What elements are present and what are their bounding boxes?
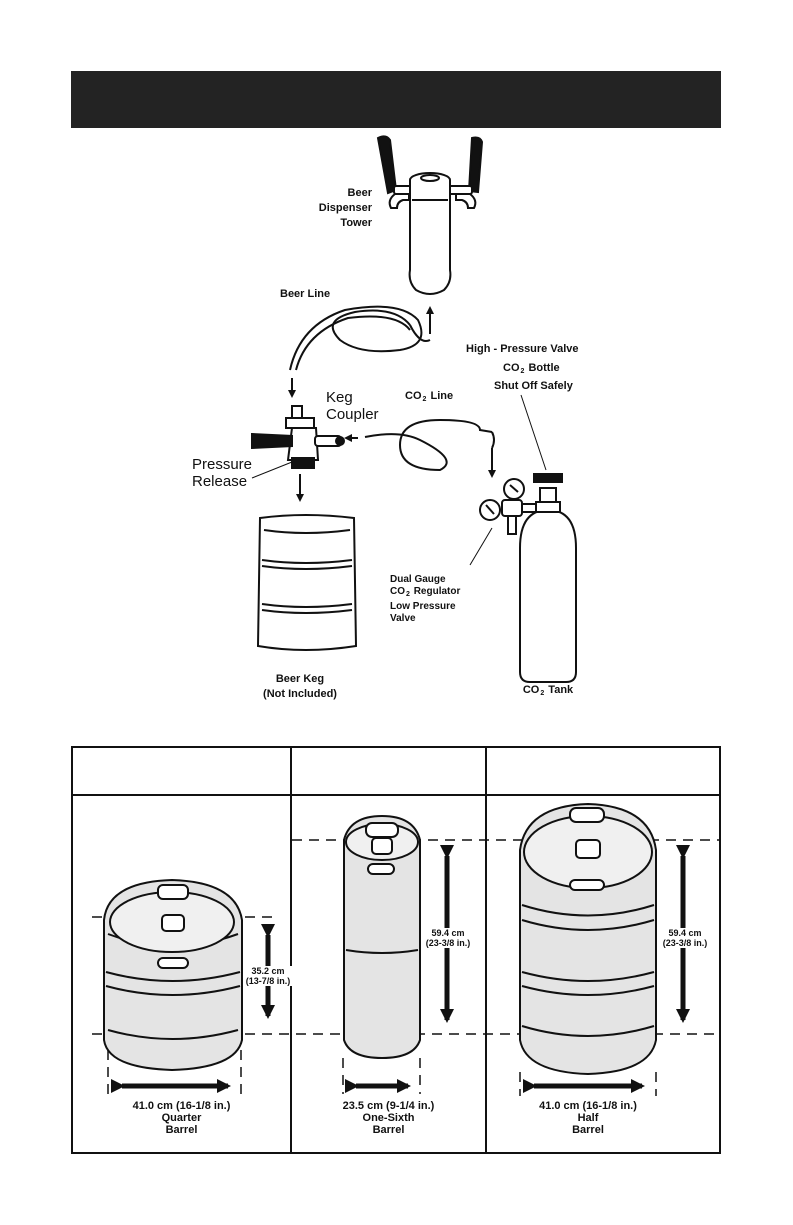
- quarter-name: Quarter: [161, 1112, 202, 1124]
- quarter-height-cm: 35.2 cm: [251, 966, 285, 976]
- co2-tank-illustration: [519, 473, 577, 683]
- co2-tank-co: CO: [522, 684, 540, 696]
- co2-line-co: CO: [405, 390, 422, 402]
- half-height-cm: 59.4 cm: [668, 928, 702, 938]
- pressure-release-line2: Release: [192, 473, 248, 490]
- beer-keg-illustration: [256, 514, 358, 651]
- tower-label-line3: Tower: [340, 217, 372, 229]
- quarter-height-label: 35.2 cm (13-7/8 in.): [244, 966, 292, 986]
- tower-label: Beer Dispenser Tower: [310, 186, 372, 231]
- pressure-release-line1: Pressure: [192, 456, 253, 473]
- sixth-name: One-Sixth: [362, 1112, 415, 1124]
- co2-tank-sub: 2: [540, 690, 545, 697]
- high-pressure-valve-label: High - Pressure Valve: [466, 343, 579, 355]
- half-caption: 41.0 cm (16-1/8 in.) Half Barrel: [486, 1100, 690, 1136]
- co2-bottle-sub: 2: [520, 368, 525, 375]
- co2-line-sub: 2: [422, 396, 427, 403]
- co2-tank-text: Tank: [548, 684, 574, 696]
- co2-bottle-label: CO2 Bottle: [503, 361, 560, 379]
- valve-line: Valve: [390, 613, 416, 624]
- one-sixth-barrel-keg-illustration: [343, 814, 421, 1060]
- co2-line-label: CO2 Line: [405, 389, 453, 407]
- half-barrel-keg-illustration: [519, 802, 657, 1076]
- beer-tower-illustration: [376, 135, 484, 295]
- low-pressure-line: Low Pressure: [390, 601, 456, 612]
- sixth-caption: 23.5 cm (9-1/4 in.) One-Sixth Barrel: [291, 1100, 486, 1136]
- beer-line-illustration: [289, 305, 431, 371]
- half-height-label: 59.4 cm (23-3/8 in.): [659, 928, 711, 948]
- header-bar: [71, 71, 721, 128]
- half-height-in: (23-3/8 in.): [662, 938, 708, 948]
- quarter-barrel-keg-illustration: [103, 878, 243, 1072]
- beer-keg-line1: Beer Keg: [275, 673, 325, 685]
- quarter-width: 41.0 cm (16-1/8 in.): [132, 1100, 231, 1112]
- quarter-caption: 41.0 cm (16-1/8 in.) Quarter Barrel: [72, 1100, 291, 1136]
- co2-bottle-co: CO: [503, 362, 520, 374]
- co2-regulator-co: CO: [390, 586, 405, 597]
- keg-coupler-illustration: [251, 405, 345, 469]
- co2-tank-label: CO2 Tank: [508, 683, 588, 701]
- regulator-illustration: [479, 478, 539, 535]
- half-name: Half: [577, 1112, 599, 1124]
- keg-coupler-line1: Keg: [326, 389, 353, 406]
- co2-bottle-text: Bottle: [528, 362, 560, 374]
- tower-label-line1: Beer: [347, 187, 372, 199]
- quarter-height-in: (13-7/8 in.): [245, 976, 291, 986]
- keg-size-table: [71, 746, 721, 1154]
- beer-line-label: Beer Line: [280, 288, 331, 300]
- sixth-barrel-word: Barrel: [372, 1124, 405, 1136]
- shut-off-label: Shut Off Safely: [494, 380, 573, 392]
- dual-gauge-line: Dual Gauge: [390, 574, 446, 585]
- half-width: 41.0 cm (16-1/8 in.): [539, 1100, 637, 1112]
- sixth-height-in: (23-3/8 in.): [425, 938, 471, 948]
- co2-line-text: Line: [430, 390, 454, 402]
- co2-regulator-line: CO2 Regulator: [390, 586, 460, 601]
- co2-regulator-text: Regulator: [413, 586, 461, 597]
- co2-line-illustration: [364, 418, 495, 472]
- pressure-release-label: Pressure Release: [192, 456, 252, 490]
- co2-regulator-sub: 2: [406, 591, 410, 598]
- beer-keg-line2: (Not Included): [263, 688, 337, 700]
- keg-coupler-label: Keg Coupler: [326, 389, 379, 423]
- keg-coupler-line2: Coupler: [326, 406, 379, 423]
- sixth-height-cm: 59.4 cm: [431, 928, 465, 938]
- half-barrel-word: Barrel: [572, 1124, 604, 1136]
- sixth-width: 23.5 cm (9-1/4 in.): [342, 1100, 435, 1112]
- regulator-label: Dual Gauge CO2 Regulator Low Pressure Va…: [390, 574, 460, 625]
- tower-label-line2: Dispenser: [318, 202, 372, 214]
- quarter-barrel-word: Barrel: [165, 1124, 198, 1136]
- beer-keg-label: Beer Keg (Not Included): [240, 672, 360, 702]
- sixth-height-label: 59.4 cm (23-3/8 in.): [422, 928, 474, 948]
